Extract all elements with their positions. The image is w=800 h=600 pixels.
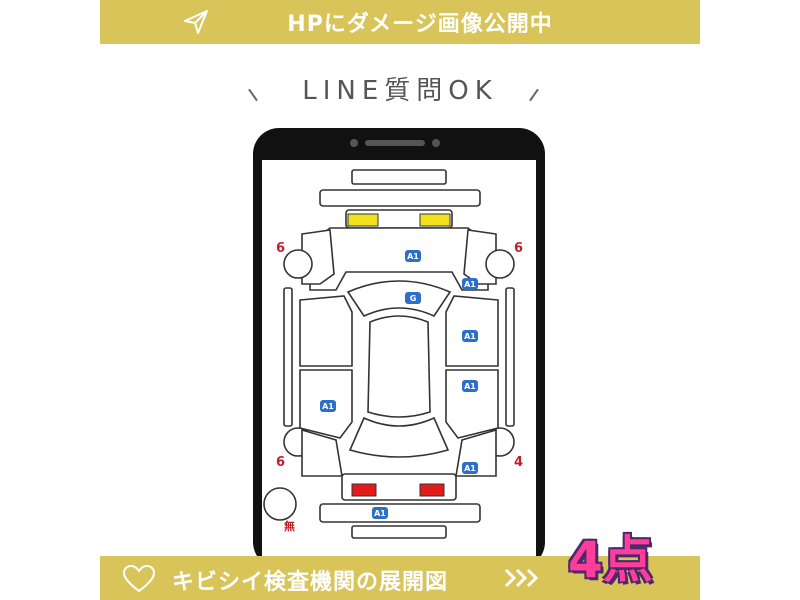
front-right-light [419,213,451,227]
rear-right-light [419,483,445,497]
label-wheel-rear-right: 4 [514,455,523,470]
svg-text:A1: A1 [407,252,419,261]
rear-bumper-bottom [351,525,447,539]
marker-right-front-door: A1 [462,330,478,342]
rear-left-light [351,483,377,497]
chevrons-right-icon [504,568,539,588]
marker-hood: A1 [405,250,421,262]
phone-sensor-icon [432,139,440,147]
svg-text:A1: A1 [464,280,476,289]
marker-right-rear-door: A1 [462,380,478,392]
marker-right-rear-fender: A1 [462,462,478,474]
label-wheel-front-right: 6 [514,241,523,256]
right-sill [505,287,515,427]
front-bumper [319,189,481,207]
phone-speaker [365,140,425,146]
svg-text:A1: A1 [464,464,476,473]
front-left-light [347,213,379,227]
line-ok-heading: LINE質問OK [302,76,498,106]
label-wheel-front-left: 6 [276,241,285,256]
rear-bumper [319,503,481,523]
score-badge: 4点 [568,531,653,589]
bottom-banner: キビシイ検査機関の展開図 [100,556,700,600]
hood [309,227,489,291]
roof [367,315,431,418]
rear-window [348,416,450,458]
bottom-banner-text: キビシイ検査機関の展開図 [172,570,449,595]
top-banner-text: HPにダメージ画像公開中 [287,12,553,37]
front-bumper-top [351,169,447,185]
top-banner: HPにダメージ画像公開中 [100,0,700,44]
wheel-front-right [485,249,515,279]
paper-plane-icon [184,10,208,34]
svg-text:G: G [410,294,417,303]
spare-tire [263,487,297,521]
left-front-door [299,295,353,367]
marker-right-front-fender: A1 [462,278,478,290]
svg-text:A1: A1 [464,332,476,341]
windshield [346,280,452,318]
wheel-front-left [283,249,313,279]
heart-icon [122,564,156,593]
left-sill [283,287,293,427]
svg-text:A1: A1 [464,382,476,391]
svg-text:A1: A1 [322,402,334,411]
car-damage-diagram: A1 G A1 A1 A1 A1 A1 A1 6 6 6 4 無 [263,169,523,539]
label-wheel-rear-left: 6 [276,455,285,470]
svg-text:A1: A1 [374,509,386,518]
marker-rear-bumper: A1 [372,507,388,519]
right-rear-door [445,369,499,439]
phone-camera-icon [350,139,358,147]
marker-left-rear-door: A1 [320,400,336,412]
marker-roof: G [405,292,421,304]
label-spare: 無 [284,519,295,533]
